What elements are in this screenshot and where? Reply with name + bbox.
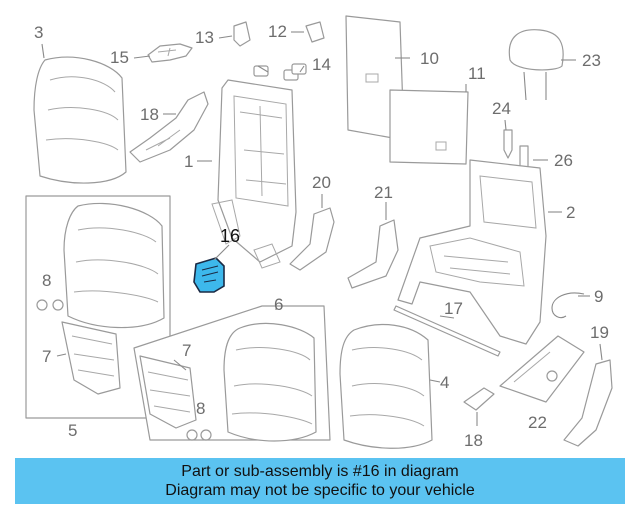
part-13-cap bbox=[233, 21, 251, 47]
callout-24: 23 bbox=[582, 51, 601, 70]
part-14-guides bbox=[253, 63, 307, 81]
callout-6: 6 bbox=[274, 295, 283, 314]
leader-lines bbox=[41, 31, 603, 426]
part-12-cap bbox=[305, 21, 325, 43]
callout-8-mid: 8 bbox=[196, 399, 205, 418]
callout-19: 18 bbox=[140, 105, 159, 124]
part-21-cover bbox=[289, 207, 335, 271]
callout-11: 11 bbox=[468, 64, 486, 83]
part-4-cushion-cover bbox=[339, 323, 433, 449]
part-24-headrest bbox=[508, 29, 564, 101]
callout-12: 12 bbox=[268, 22, 287, 41]
callout-17: 17 bbox=[444, 299, 463, 318]
part-18-trim bbox=[463, 387, 495, 411]
callout-4: 4 bbox=[440, 373, 449, 392]
part-15-clip bbox=[147, 43, 193, 63]
part-9-wire bbox=[551, 292, 585, 319]
callout-7-left: 7 bbox=[42, 347, 51, 366]
callout-1: 1 bbox=[184, 152, 193, 171]
callout-2: 2 bbox=[566, 203, 575, 222]
banner-line-2: Diagram may not be specific to your vehi… bbox=[165, 482, 475, 499]
part-5-box bbox=[25, 195, 171, 419]
callout-3: 3 bbox=[34, 23, 43, 42]
part-3-seatback-cover bbox=[33, 56, 127, 184]
part-19-hinge-cover bbox=[129, 91, 209, 163]
callout-22: 21 bbox=[374, 183, 393, 202]
callout-18: 18 bbox=[464, 431, 483, 450]
callout-9: 9 bbox=[594, 287, 603, 306]
part-20-trim bbox=[563, 359, 613, 447]
info-banner: Part or sub-assembly is #16 in diagram D… bbox=[15, 458, 625, 504]
callout-15: 15 bbox=[110, 48, 129, 67]
part-23-box bbox=[499, 335, 585, 403]
callout-16-leader bbox=[213, 244, 230, 261]
callout-8-left: 8 bbox=[42, 271, 51, 290]
banner-line-1: Part or sub-assembly is #16 in diagram bbox=[181, 463, 459, 480]
callout-21: 20 bbox=[312, 173, 331, 192]
callout-25: 24 bbox=[492, 99, 511, 118]
callout-26: 26 bbox=[554, 151, 573, 170]
callout-7-mid: 7 bbox=[182, 341, 191, 360]
callout-labels: 3 15 13 12 14 10 11 23 18 24 1 26 20 21 … bbox=[34, 22, 609, 450]
callout-16: 16 bbox=[220, 226, 240, 246]
part-25-bolt bbox=[503, 129, 513, 159]
callout-14: 14 bbox=[312, 55, 331, 74]
part-1-seatback-frame bbox=[211, 79, 297, 269]
part-2-seat-frame bbox=[397, 159, 547, 345]
callout-5: 5 bbox=[68, 421, 77, 440]
callout-13: 13 bbox=[195, 28, 214, 47]
part-6-box bbox=[133, 305, 331, 442]
part-17-rod bbox=[393, 305, 501, 357]
part-11-panel bbox=[389, 89, 469, 165]
callout-20: 19 bbox=[590, 323, 609, 342]
callout-10: 10 bbox=[420, 49, 439, 68]
callout-23: 22 bbox=[528, 413, 547, 432]
part-16-highlighted[interactable] bbox=[193, 257, 225, 293]
part-22-cover bbox=[347, 219, 399, 289]
